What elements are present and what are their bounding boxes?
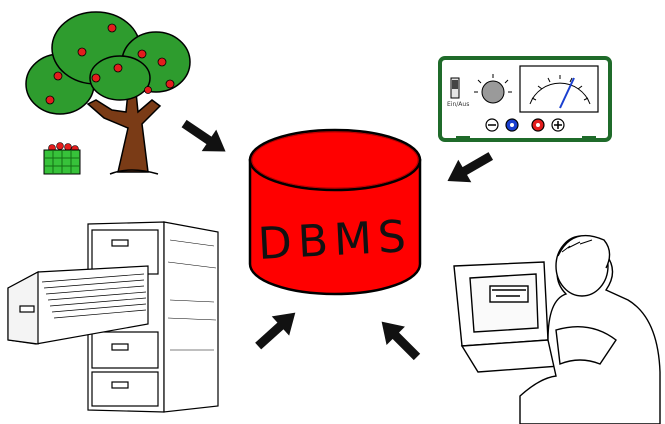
apple-basket bbox=[43, 142, 81, 175]
filing-cabinet-illustration bbox=[7, 221, 219, 413]
person-at-laptop-illustration bbox=[453, 234, 661, 424]
power-switch-label: Ein/Aus bbox=[447, 101, 469, 108]
arrow-cabinet-to-dbms bbox=[255, 312, 296, 350]
gauge-needle bbox=[559, 77, 575, 109]
arrow-instrument-to-dbms bbox=[447, 152, 494, 183]
arrow-tree-to-dbms bbox=[181, 119, 226, 152]
apple-tree-illustration bbox=[25, 11, 191, 175]
dbms-label: DBMS bbox=[257, 211, 413, 270]
arrow-person-to-dbms bbox=[381, 321, 421, 361]
dbms-database-cylinder: DBMS bbox=[248, 128, 422, 296]
measuring-instrument-illustration: Ein/Aus bbox=[438, 56, 612, 142]
